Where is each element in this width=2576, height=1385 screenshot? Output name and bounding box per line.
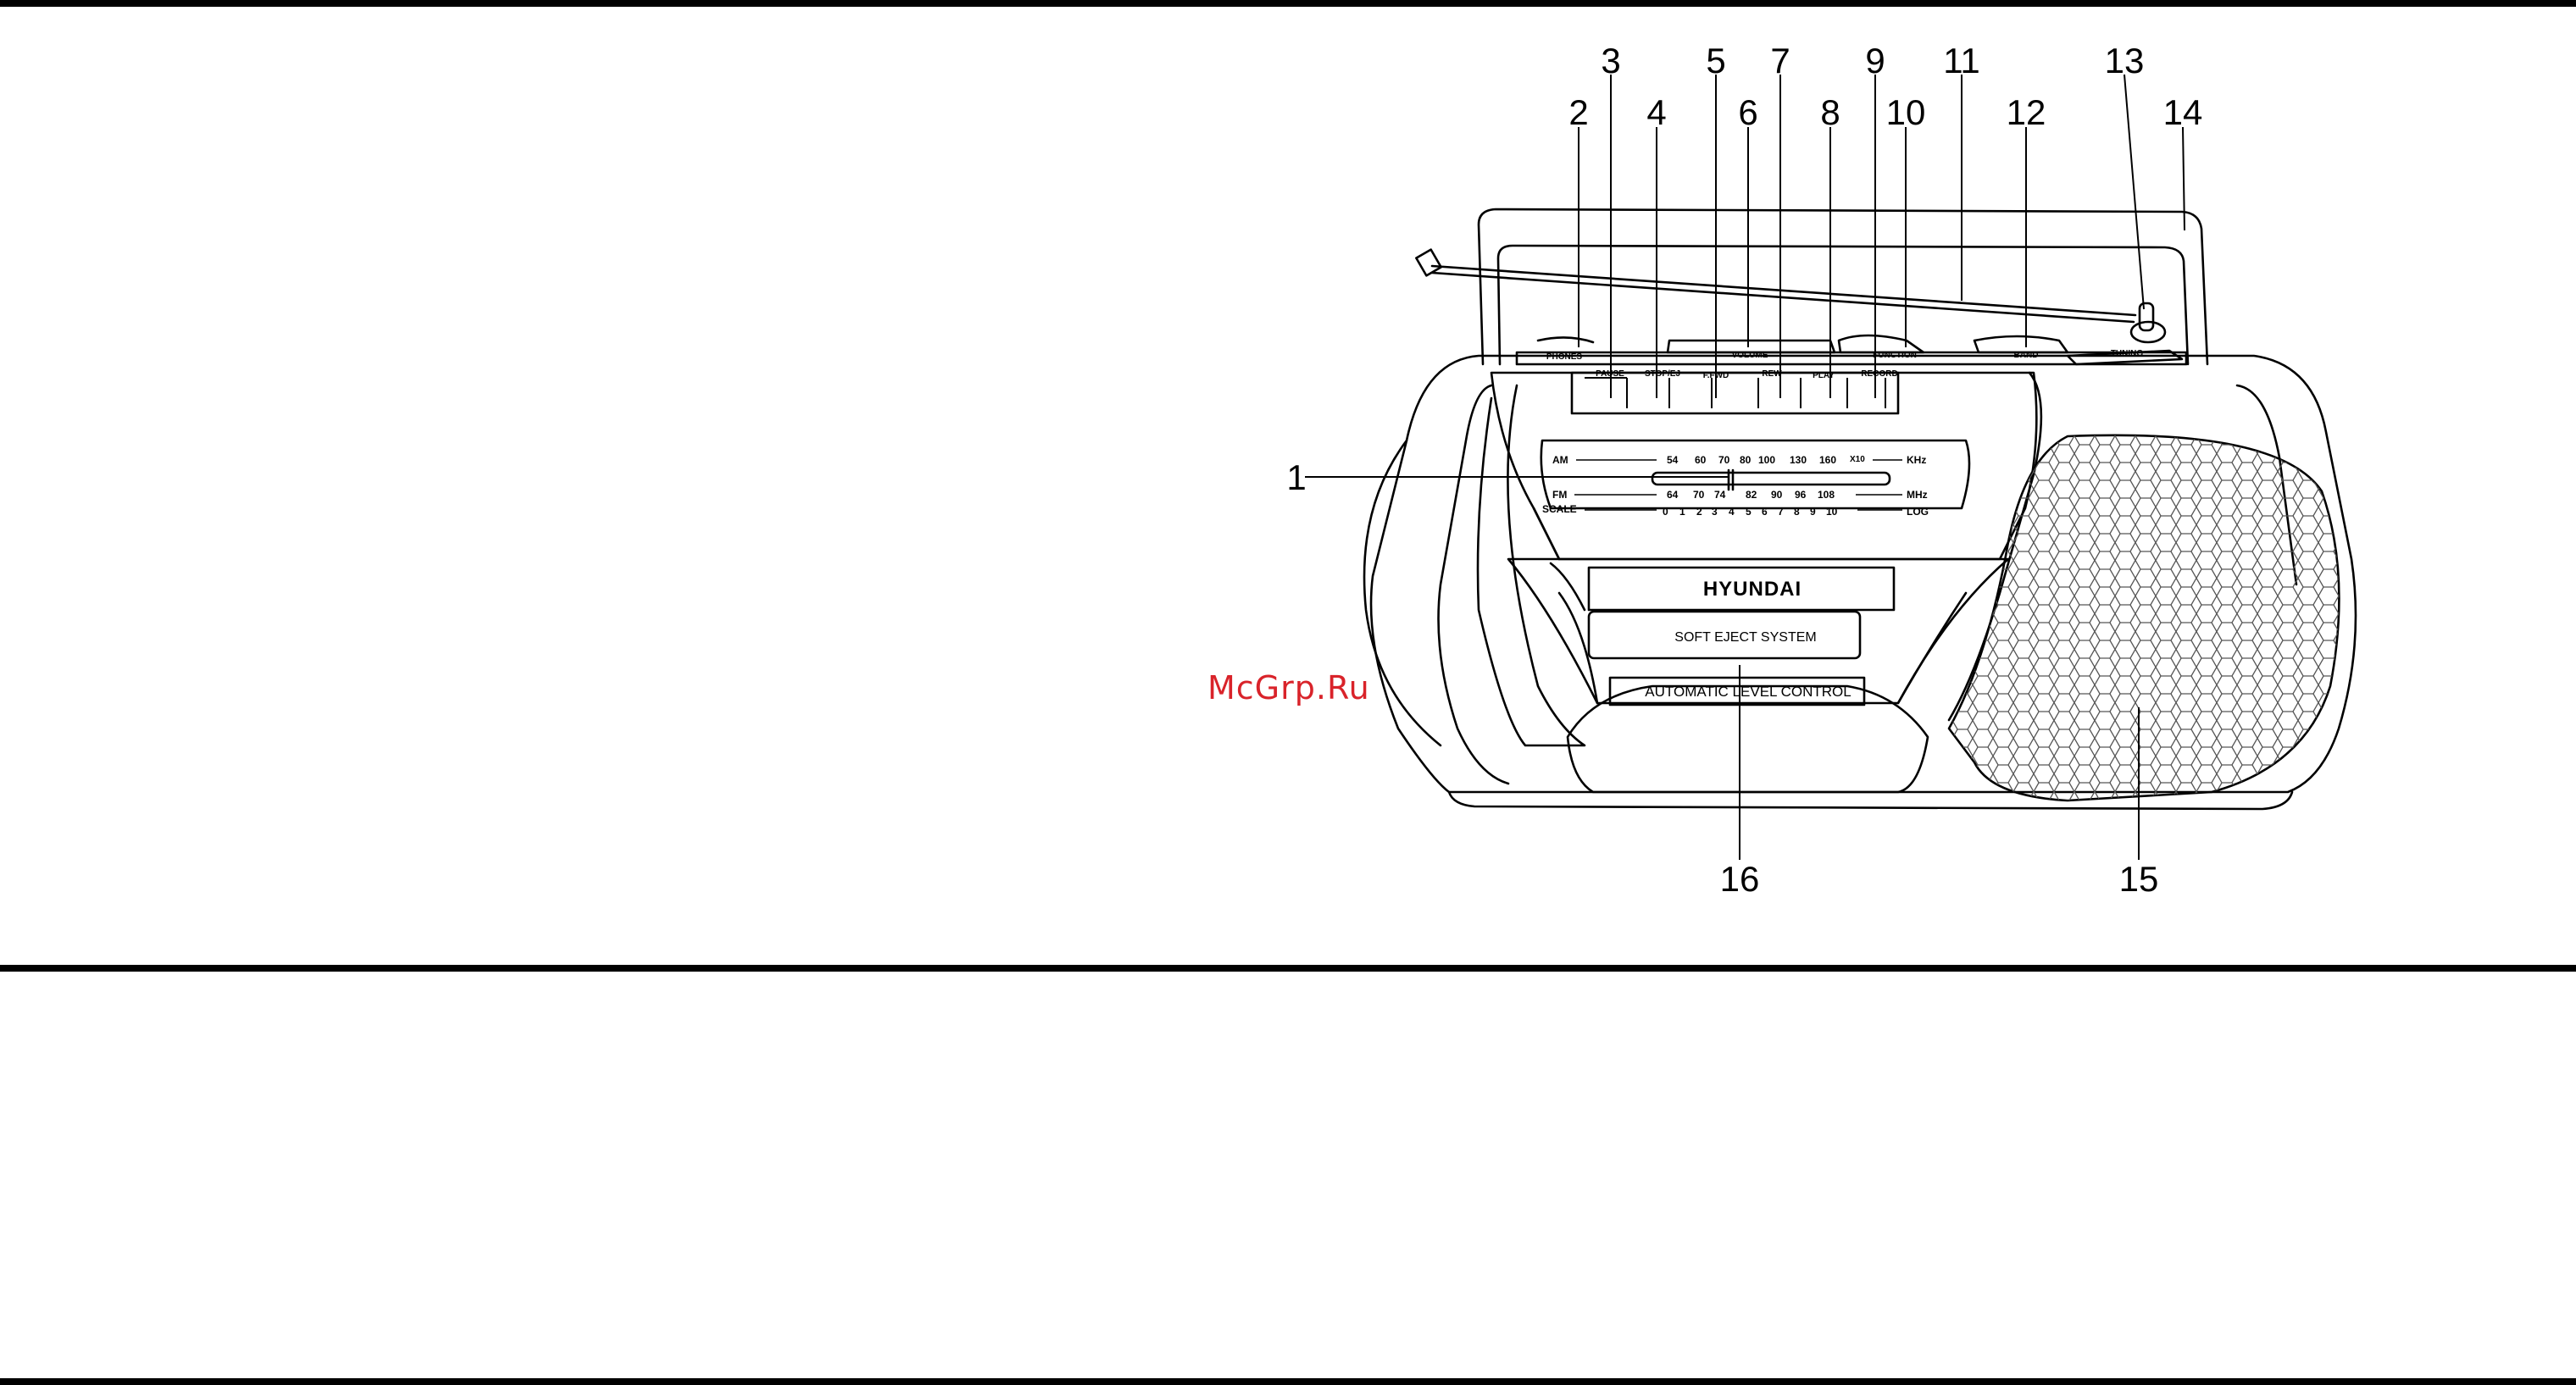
am-scale-70: 70 (1718, 454, 1730, 466)
log-scale-6: 6 (1762, 506, 1768, 518)
fm-scale-70: 70 (1693, 489, 1705, 501)
callout-5: 5 (1706, 41, 1725, 80)
phones-label: PHONES (1546, 352, 1583, 362)
callout-1: 1 (1286, 457, 1306, 497)
log-scale-5: 5 (1746, 506, 1752, 518)
log-scale-3: 3 (1712, 506, 1718, 518)
callout-11: 11 (1943, 41, 1980, 80)
brand-logo: HYUNDAI (1703, 578, 1802, 601)
callout-13: 13 (2105, 41, 2145, 80)
function-switch (1839, 335, 1924, 352)
callout-15: 15 (2119, 859, 2159, 899)
callout-6: 6 (1738, 92, 1757, 132)
key-label-pause: PAUSE (1596, 369, 1624, 379)
am-scale-160: 160 (1819, 454, 1836, 466)
speaker-grille (1940, 424, 2356, 805)
fm-scale-82: 82 (1746, 489, 1757, 501)
callout-2: 2 (1568, 92, 1588, 132)
fm-scale-64: 64 (1667, 489, 1679, 501)
volume-label: VOLUME (1732, 351, 1768, 360)
key-label-play: PLAY (1813, 371, 1835, 380)
am-label: AM (1552, 454, 1568, 466)
log-scale-7: 7 (1778, 506, 1784, 518)
soft-eject-label: SOFT EJECT SYSTEM (1674, 630, 1816, 645)
fm-scale-108: 108 (1818, 489, 1835, 501)
callout-8: 8 (1820, 92, 1840, 132)
am-scale-80: 80 (1740, 454, 1752, 466)
callout-14: 14 (2163, 92, 2203, 132)
log-scale-1: 1 (1679, 506, 1685, 518)
antenna (1432, 266, 2135, 322)
am-scale-60: 60 (1695, 454, 1707, 466)
callout-16: 16 (1720, 859, 1760, 899)
log-scale-0: 0 (1663, 506, 1668, 518)
am-scale-100: 100 (1758, 454, 1775, 466)
alc-label: AUTOMATIC LEVEL CONTROL (1645, 684, 1851, 700)
log-scale-8: 8 (1794, 506, 1800, 518)
key-label-record: RECORD (1861, 369, 1897, 379)
fm-unit: MHz (1907, 489, 1928, 501)
callout-7: 7 (1770, 41, 1790, 80)
log-scale-4: 4 (1729, 506, 1735, 518)
phones-jack (1538, 337, 1593, 342)
am-multiplier: X10 (1850, 455, 1865, 464)
callout-9: 9 (1865, 41, 1885, 80)
function-label: FUNCTION (1873, 351, 1917, 360)
am-unit: KHz (1907, 454, 1926, 466)
log-scale-9: 9 (1810, 506, 1816, 518)
cassette-keys (1585, 378, 1885, 408)
fm-scale-90: 90 (1771, 489, 1783, 501)
callout-12: 12 (2007, 92, 2046, 132)
fm-label: FM (1552, 489, 1567, 501)
callout-10: 10 (1886, 92, 1926, 132)
band-label: BAND (2014, 351, 2039, 360)
key-label-ffwd: F.FWD (1703, 371, 1729, 380)
am-scale-130: 130 (1790, 454, 1807, 466)
key-label-rew: REW (1762, 369, 1782, 379)
am-scale-54: 54 (1667, 454, 1679, 466)
log-scale-2: 2 (1696, 506, 1702, 518)
callout-4: 4 (1646, 92, 1666, 132)
fm-scale-96: 96 (1795, 489, 1807, 501)
watermark: McGrp.Ru (1208, 669, 1370, 706)
scale-label: SCALE (1542, 503, 1577, 515)
fm-scale-74: 74 (1714, 489, 1726, 501)
log-scale-10: 10 (1826, 506, 1838, 518)
callout-3: 3 (1601, 41, 1620, 80)
key-label-stop: STOP/EJ (1645, 369, 1680, 379)
log-unit: LOG (1907, 506, 1929, 518)
tuning-label: TUNING (2111, 349, 2144, 358)
